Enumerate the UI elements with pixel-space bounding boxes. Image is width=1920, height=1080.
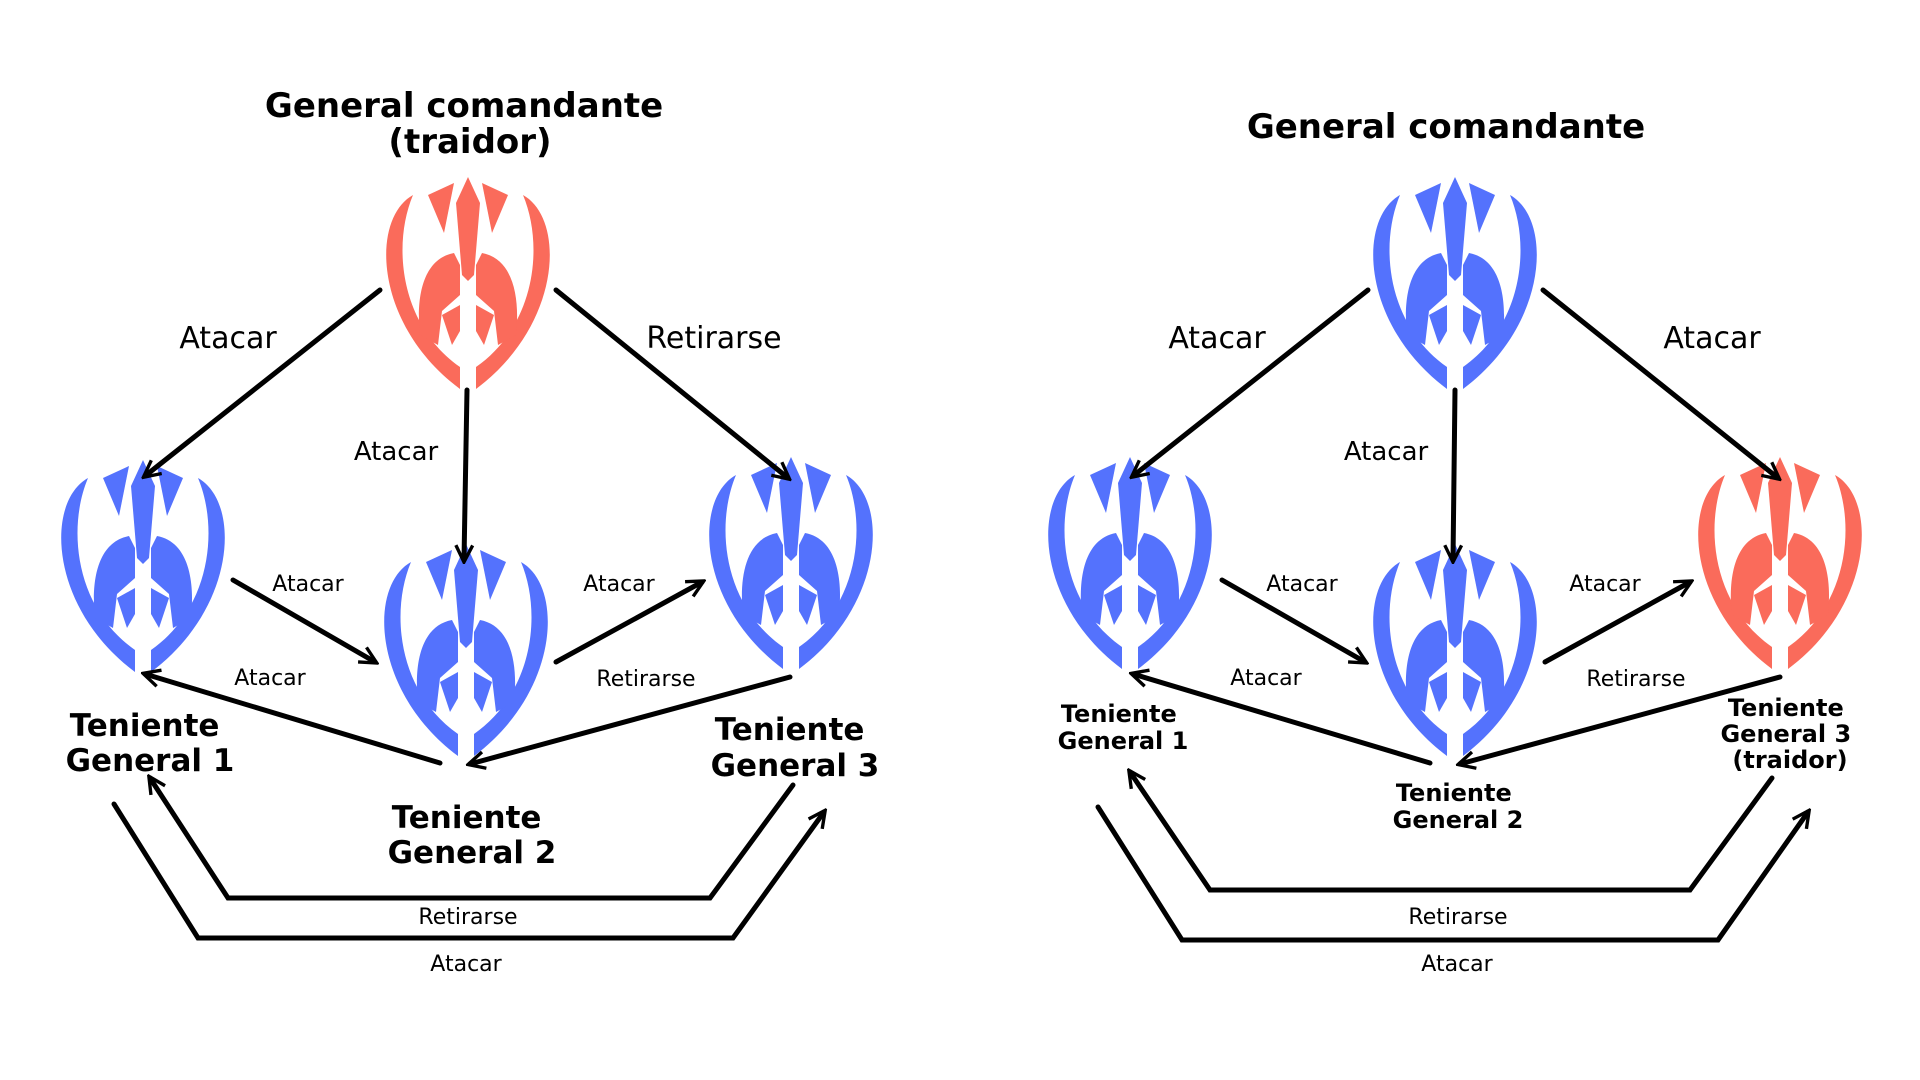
left-edge-label-cmd-lt1: Atacar	[179, 321, 277, 356]
right-edge-label-cmd-lt3: Atacar	[1663, 321, 1761, 356]
right-lt3-helmet-icon	[1698, 457, 1862, 669]
left-edge-label-cmd-lt2: Atacar	[354, 437, 439, 467]
right-lt1-label: Teniente General 1	[1058, 700, 1189, 755]
left-lt2-label: Teniente General 2	[388, 800, 557, 871]
right-arrow-lt1-lt2	[1219, 577, 1365, 662]
right-arrow-lt2-lt3	[1542, 582, 1690, 665]
right-edge-label-cmd-lt2: Atacar	[1344, 437, 1429, 467]
left-arrow-lt2-lt1	[145, 674, 443, 766]
right-arrow-lt3-lt1	[1130, 772, 1775, 893]
left-edge-label-lt3-lt2: Retirarse	[596, 667, 695, 692]
left-lt1-helmet-icon	[61, 460, 225, 672]
left-arrow-lt3-lt2	[470, 674, 793, 764]
right-lt2-helmet-icon	[1373, 544, 1537, 756]
left-arrow-lt1-lt2	[230, 577, 375, 662]
left-arrow-lt1-lt3	[111, 801, 824, 941]
right-edge-label-lt2-lt1: Atacar	[1230, 666, 1302, 691]
right-arrow-cmd-lt3	[1540, 287, 1778, 478]
left-edge-label-lt1-lt2: Atacar	[272, 572, 344, 597]
right-edge-label-lt3-lt2: Retirarse	[1586, 667, 1685, 692]
left-arrow-cmd-lt2	[464, 387, 467, 560]
right-commander-helmet-icon	[1373, 177, 1537, 389]
right-arrow-lt1-lt3	[1095, 804, 1808, 943]
left-arrow-cmd-lt3	[553, 287, 788, 478]
right-title-line-1: General comandante	[1247, 107, 1645, 147]
right-edge-label-lt3-lt1: Retirarse	[1408, 905, 1507, 930]
right-edge-label-lt2-lt3: Atacar	[1569, 572, 1641, 597]
left-arrow-cmd-lt1	[145, 287, 383, 476]
left-panel: General comandante (traidor) Teniente Ge…	[61, 86, 879, 977]
left-arrow-lt3-lt1	[150, 778, 796, 901]
right-arrow-lt2-lt1	[1133, 674, 1433, 766]
left-title: General comandante (traidor)	[265, 86, 675, 162]
left-edge-label-lt2-lt3: Atacar	[583, 572, 655, 597]
left-lt1-label: Teniente General 1	[66, 708, 235, 779]
left-lt3-helmet-icon	[709, 457, 873, 669]
left-edge-label-lt2-lt1: Atacar	[234, 666, 306, 691]
right-lt2-label: Teniente General 2	[1393, 779, 1524, 834]
left-edge-label-cmd-lt3: Retirarse	[646, 321, 781, 356]
right-edge-label-lt1-lt2: Atacar	[1266, 572, 1338, 597]
right-title: General comandante	[1247, 107, 1645, 147]
right-edge-label-cmd-lt1: Atacar	[1168, 321, 1266, 356]
left-title-line-2: (traidor)	[388, 122, 551, 162]
left-edge-label-lt3-lt1: Retirarse	[418, 905, 517, 930]
right-edge-label-lt1-lt3: Atacar	[1421, 952, 1493, 977]
left-lt2-helmet-icon	[384, 544, 548, 756]
right-lt1-helmet-icon	[1048, 457, 1212, 669]
left-edge-label-lt1-lt3: Atacar	[430, 952, 502, 977]
right-arrow-cmd-lt1	[1133, 287, 1371, 476]
left-commander-helmet-icon	[386, 177, 550, 389]
right-panel: General comandante Teniente General 1 Te…	[1048, 107, 1862, 977]
left-arrow-lt2-lt3	[553, 582, 702, 665]
right-lt3-label: Teniente General 3 (traidor)	[1720, 694, 1859, 774]
left-lt3-label: Teniente General 3	[711, 712, 880, 784]
right-arrow-cmd-lt2	[1453, 387, 1455, 560]
right-arrow-lt3-lt2	[1460, 674, 1783, 764]
left-title-line-1: General comandante	[265, 86, 663, 126]
